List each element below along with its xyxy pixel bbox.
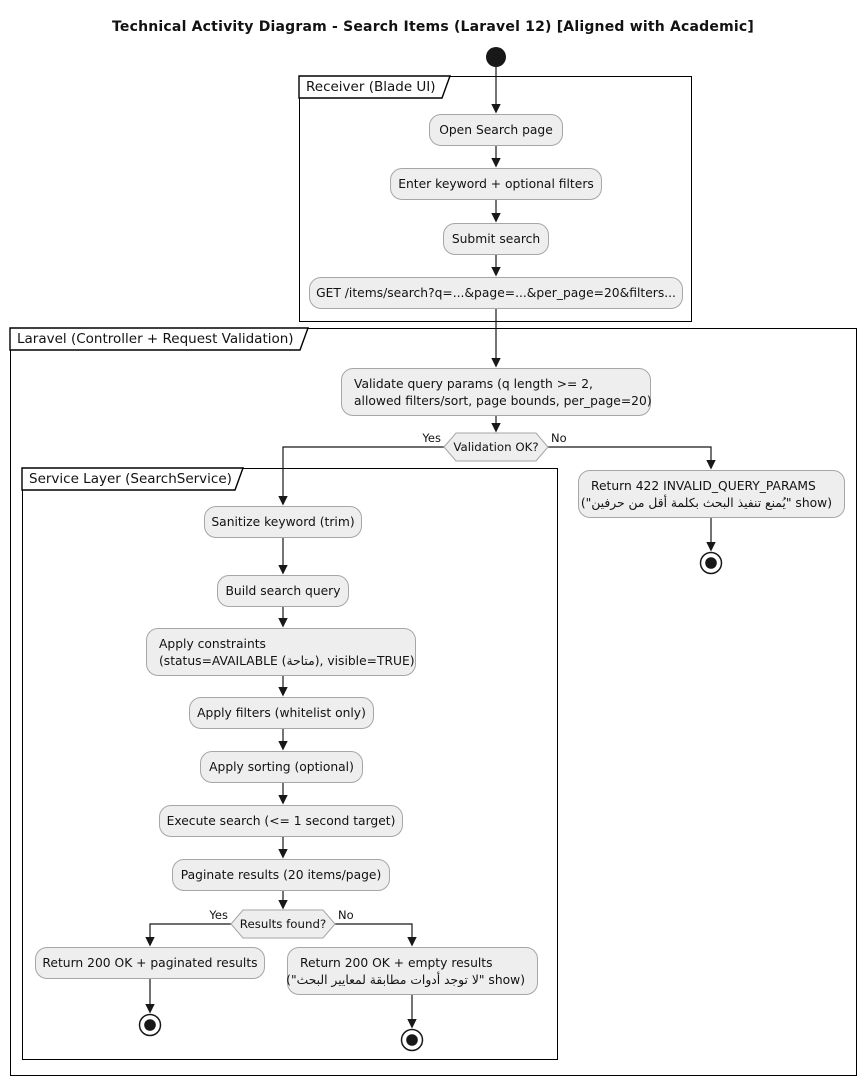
node-return-empty: Return 200 OK + empty results (show "لا … <box>286 947 538 995</box>
node-execute-search: Execute search (<= 1 second target) <box>159 805 403 837</box>
partition-receiver-label: Receiver (Blade UI) <box>306 79 436 95</box>
node-text-arabic: (show "لا توجد أدوات مطابقة لمعايير البح… <box>286 973 525 987</box>
partition-service-label: Service Layer (SearchService) <box>29 471 232 487</box>
branch-label-validation-yes: Yes <box>422 431 441 445</box>
partition-laravel <box>10 328 857 1076</box>
node-build-search-query: Build search query <box>217 575 349 607</box>
node-text: (status=AVAILABLE (متاحة), visible=TRUE) <box>159 654 415 668</box>
branch-label-results-no: No <box>338 908 354 922</box>
partition-laravel-label: Laravel (Controller + Request Validation… <box>17 331 294 347</box>
decision-results-label: Results found? <box>239 917 327 931</box>
node-apply-constraints: Apply constraints (status=AVAILABLE (متا… <box>146 628 416 676</box>
node-text: Validate query params (q length >= 2, <box>354 377 593 391</box>
node-sanitize-keyword: Sanitize keyword (trim) <box>204 506 362 538</box>
branch-label-validation-no: No <box>551 431 567 445</box>
node-validate-query-params: Validate query params (q length >= 2, al… <box>341 368 652 416</box>
node-get-request: GET /items/search?q=...&page=...&per_pag… <box>309 277 683 309</box>
node-paginate-results: Paginate results (20 items/page) <box>172 859 390 891</box>
node-text: allowed filters/sort, page bounds, per_p… <box>354 394 652 408</box>
node-return-422: Return 422 INVALID_QUERY_PARAMS (show "ي… <box>578 470 845 518</box>
node-apply-filters: Apply filters (whitelist only) <box>189 697 374 729</box>
branch-label-results-yes: Yes <box>209 908 228 922</box>
node-text-arabic: (show "يُمنع تنفيذ البحث بكلمة أقل من حر… <box>580 496 832 510</box>
node-submit-search: Submit search <box>443 223 549 255</box>
node-open-search-page: Open Search page <box>429 114 563 146</box>
node-text: Return 422 INVALID_QUERY_PARAMS <box>591 479 816 493</box>
node-return-paginated: Return 200 OK + paginated results <box>35 947 265 979</box>
decision-validation-label: Validation OK? <box>453 440 539 454</box>
node-text: Apply constraints <box>159 637 266 651</box>
node-text: Return 200 OK + empty results <box>300 956 493 970</box>
node-enter-keyword: Enter keyword + optional filters <box>390 168 602 200</box>
start-node <box>486 47 506 67</box>
node-apply-sorting: Apply sorting (optional) <box>200 751 363 783</box>
diagram-title: Technical Activity Diagram - Search Item… <box>112 19 754 35</box>
